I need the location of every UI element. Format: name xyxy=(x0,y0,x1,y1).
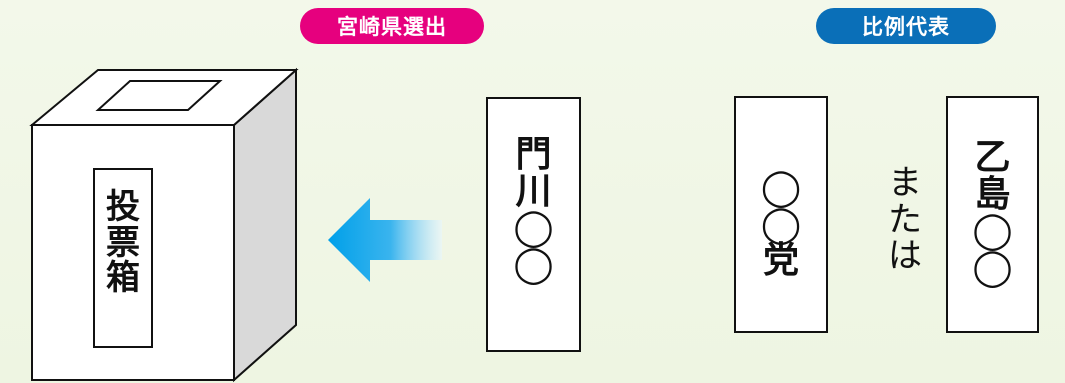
ballot-box-label-char: 箱 xyxy=(106,258,140,299)
ballot-box-label-char: 投 xyxy=(106,187,140,227)
ballot-char: ◯ xyxy=(513,207,554,249)
ballot-box-slot xyxy=(95,80,223,111)
connector-char: た xyxy=(888,199,922,240)
ballot-char: 川 xyxy=(515,170,552,212)
ballot-char: ◯ xyxy=(513,244,554,286)
prefecture-badge: 宮崎県選出 xyxy=(300,8,484,44)
ballot-char: 島 xyxy=(974,173,1011,215)
ballot-char: 門 xyxy=(515,134,552,175)
prefecture-ballot: 門 川 ◯ ◯ xyxy=(486,97,581,352)
ballot-char: ◯ xyxy=(972,210,1013,252)
candidate-ballot: 乙 島 ◯ ◯ xyxy=(946,96,1039,333)
left-arrow-icon xyxy=(328,198,442,282)
proportional-badge: 比例代表 xyxy=(816,8,996,44)
party-ballot: ◯ ◯ 党 xyxy=(734,96,828,333)
or-connector: ま た は xyxy=(888,165,922,275)
ballot-box-label: 投 票 箱 xyxy=(93,168,153,348)
ballot-char: ◯ xyxy=(972,247,1013,289)
ballot-char: ◯ xyxy=(760,203,802,245)
connector-char: は xyxy=(888,236,922,277)
ballot-char: 党 xyxy=(762,240,799,282)
connector-char: ま xyxy=(888,163,922,203)
ballot-box-label-char: 票 xyxy=(106,222,140,263)
ballot-char: ◯ xyxy=(760,167,802,208)
ballot-char: 乙 xyxy=(974,137,1011,178)
